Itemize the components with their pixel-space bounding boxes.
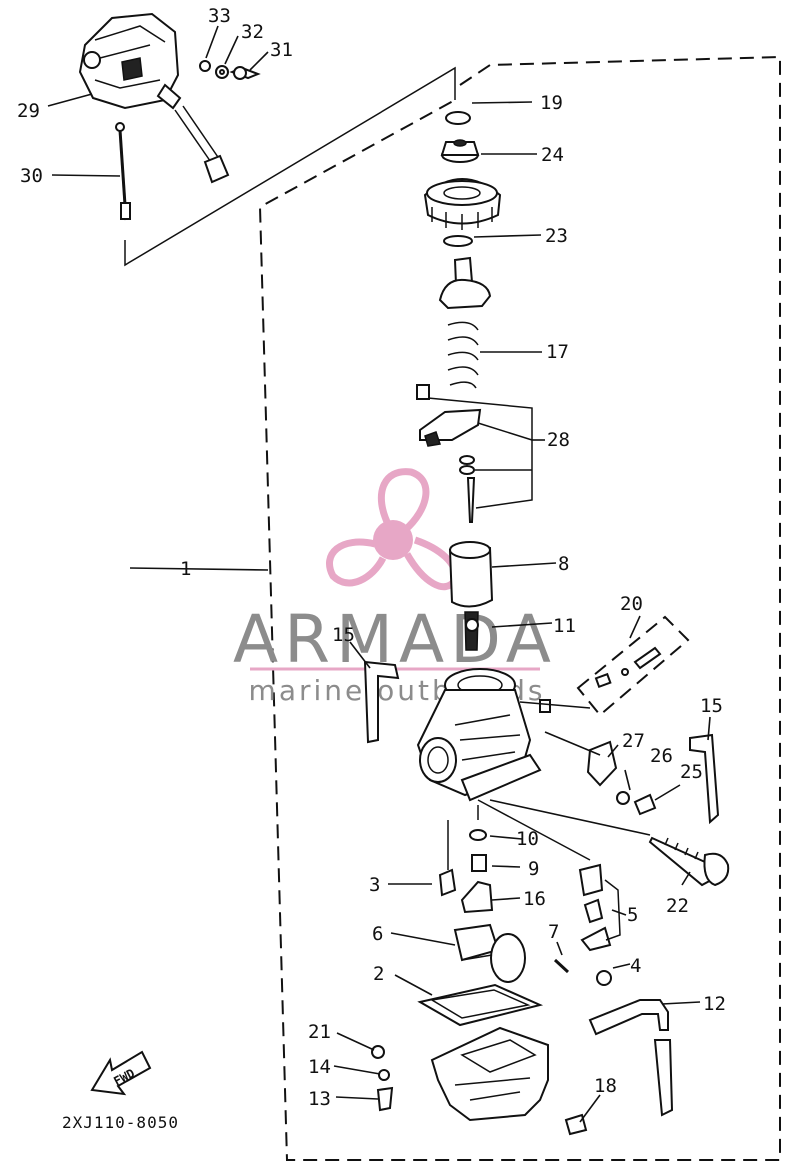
- callout-23: 23: [545, 225, 568, 247]
- callout-6: 6: [372, 923, 383, 945]
- propeller-logo-icon: [326, 468, 459, 591]
- leader-lines: [47, 25, 711, 1123]
- callout-27: 27: [622, 730, 645, 752]
- callout-10: 10: [516, 828, 539, 850]
- callout-16: 16: [523, 888, 546, 910]
- throttle-slide: [448, 541, 494, 651]
- callout-3: 3: [369, 874, 380, 896]
- callout-25: 25: [680, 761, 703, 783]
- callout-5: 5: [627, 904, 638, 926]
- spring-and-needle: [416, 256, 533, 523]
- callout-12: 12: [703, 993, 726, 1015]
- carburetor-body: [416, 668, 551, 802]
- callout-9: 9: [528, 858, 539, 880]
- callout-31: 31: [270, 39, 293, 61]
- callout-2: 2: [373, 963, 384, 985]
- side-fittings: [586, 740, 730, 887]
- callout-19: 19: [540, 92, 563, 114]
- small-fasteners: [199, 60, 261, 80]
- callout-11: 11: [553, 615, 576, 637]
- callout-8: 8: [558, 553, 569, 575]
- callout-15-left: 15: [332, 624, 355, 646]
- pilot-screw-group: [594, 646, 662, 689]
- figure-code: 2XJ110-8050: [62, 1113, 179, 1132]
- callout-18: 18: [594, 1075, 617, 1097]
- callout-1: 1: [180, 558, 191, 580]
- float-assembly: [453, 923, 612, 986]
- vent-hose-right: [689, 733, 720, 825]
- overflow-hose: [588, 999, 674, 1117]
- callout-20: 20: [620, 593, 643, 615]
- callout-4: 4: [630, 955, 641, 977]
- callout-22: 22: [666, 895, 689, 917]
- fwd-arrow-icon: FWD: [90, 1050, 152, 1096]
- callout-26: 26: [650, 745, 673, 767]
- callout-24: 24: [541, 144, 564, 166]
- callout-15-right: 15: [700, 695, 723, 717]
- callout-17: 17: [546, 341, 569, 363]
- callout-13: 13: [308, 1088, 331, 1110]
- callout-21: 21: [308, 1021, 331, 1043]
- callout-32: 32: [241, 21, 264, 43]
- callout-14: 14: [308, 1056, 331, 1078]
- cap-stack: [423, 111, 502, 247]
- callout-33: 33: [208, 5, 231, 27]
- wire-rod: [115, 122, 131, 221]
- callout-29: 29: [17, 100, 40, 122]
- callout-labels: 1 2 3 4 5 6 7 8 9 10 11 12 13 14 15 15 1…: [17, 5, 726, 1110]
- callout-28: 28: [547, 429, 570, 451]
- float-bowl: [371, 983, 588, 1136]
- vent-hose-left: [363, 660, 400, 744]
- dashed-group-outline: [124, 55, 781, 1161]
- lower-jets: [438, 799, 621, 952]
- throttle-bracket-assembly: [78, 12, 230, 184]
- callout-7: 7: [548, 921, 559, 943]
- callout-30: 30: [20, 165, 43, 187]
